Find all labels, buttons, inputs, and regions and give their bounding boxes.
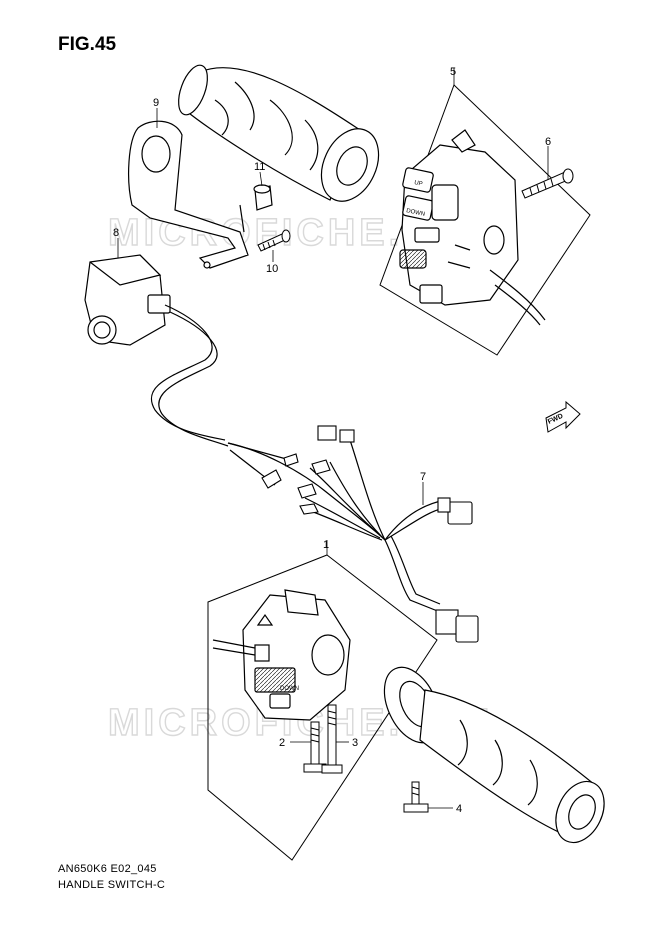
callout-9: 9 [153, 97, 159, 109]
switch-label-down: DOWN [406, 208, 426, 218]
forward-marker: FWD [545, 400, 581, 433]
callout-2: 2 [279, 737, 285, 749]
switch-box-left [207, 554, 438, 861]
screw-4 [403, 781, 429, 813]
figure-title: FIG.45 [58, 34, 117, 55]
figure-code: AN650K6 E02_045 [58, 863, 157, 875]
leader-lines [117, 108, 549, 809]
figure-name: HANDLE SWITCH-C [58, 879, 166, 891]
bolt-3 [321, 704, 343, 774]
switch-label-up: UP [414, 180, 423, 188]
mirror-switch [84, 254, 171, 346]
right-handle-switch [399, 129, 546, 326]
bracket [128, 120, 249, 269]
switch-label-down-left: DOWN [280, 686, 299, 692]
screw-6 [521, 168, 574, 199]
callout-8: 8 [113, 227, 119, 239]
callout-4: 4 [456, 803, 462, 815]
left-grip [383, 666, 605, 844]
connectors [261, 425, 479, 643]
throttle-grip [178, 64, 380, 202]
collar [253, 184, 273, 211]
callout-3: 3 [352, 737, 358, 749]
callout-7: 7 [420, 471, 426, 483]
callout-11: 11 [254, 161, 265, 173]
callout-5: 5 [450, 66, 456, 78]
screw-10 [257, 229, 291, 252]
callout-1: 1 [323, 539, 329, 551]
callout-10: 10 [266, 263, 278, 275]
callout-6: 6 [545, 136, 551, 148]
left-handle-switch [212, 589, 351, 721]
